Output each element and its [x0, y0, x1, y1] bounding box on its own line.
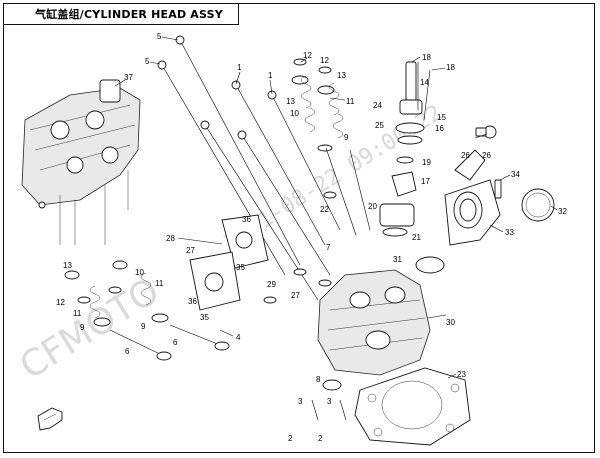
callout-27: 27: [186, 246, 195, 255]
callout-23: 23: [457, 370, 466, 379]
callout-2: 2: [288, 434, 293, 443]
callout-18: 18: [446, 63, 455, 72]
callout-29: 29: [267, 280, 276, 289]
callout-6: 6: [125, 347, 130, 356]
callout-13: 13: [337, 71, 346, 80]
callout-1: 1: [268, 71, 273, 80]
long-bolts-group: [157, 35, 341, 301]
callout-24: 24: [373, 101, 382, 110]
callout-13: 13: [63, 261, 72, 270]
callout-11: 11: [346, 97, 355, 106]
callout-36: 36: [242, 215, 251, 224]
callout-9: 9: [344, 133, 349, 142]
callout-11: 11: [155, 279, 164, 288]
intake-adapter-33: [444, 125, 555, 246]
callout-21: 21: [412, 233, 421, 242]
callout-numbers: 5 5 1 1 37 12 12 13 13 10 11 9 18 18 14 …: [56, 32, 567, 443]
callout-35: 35: [200, 313, 209, 322]
callout-20: 20: [368, 202, 377, 211]
callout-2: 2: [318, 434, 323, 443]
callout-36: 36: [188, 297, 197, 306]
callout-27: 27: [291, 291, 300, 300]
cam-chain-tensioner-parts: [379, 61, 431, 237]
front-direction-arrow-icon: [37, 407, 63, 431]
callout-11: 11: [73, 309, 82, 318]
callout-19: 19: [422, 158, 431, 167]
callout-3: 3: [298, 397, 303, 406]
callout-16: 16: [435, 124, 444, 133]
callout-1: 1: [237, 63, 242, 72]
studs-2-3: [311, 399, 347, 421]
callout-33: 33: [505, 228, 514, 237]
callout-4: 4: [236, 333, 241, 342]
callout-3: 3: [327, 397, 332, 406]
callout-37: 37: [124, 73, 133, 82]
callout-22: 22: [320, 205, 329, 214]
callout-5: 5: [145, 57, 150, 66]
callout-18: 18: [422, 53, 431, 62]
cylinder-head-assembly-37: [21, 79, 141, 245]
callout-5: 5: [157, 32, 162, 41]
callout-12: 12: [56, 298, 65, 307]
callout-7: 7: [326, 243, 331, 252]
callout-31: 31: [393, 255, 402, 264]
intake-valve-springs: [291, 58, 371, 236]
callout-26: 26: [482, 151, 491, 160]
callout-14: 14: [420, 78, 429, 87]
cam-holder-parts: [177, 214, 332, 311]
cylinder-head-30: [317, 256, 445, 376]
callout-30: 30: [446, 318, 455, 327]
callout-25: 25: [375, 121, 384, 130]
callout-26: 26: [461, 151, 470, 160]
callout-17: 17: [421, 177, 430, 186]
callout-28: 28: [166, 234, 175, 243]
head-gasket-23: [322, 367, 471, 446]
callout-12: 12: [320, 56, 329, 65]
callout-34: 34: [511, 170, 520, 179]
callout-10: 10: [290, 109, 299, 118]
diagram-frame: [3, 3, 595, 453]
callout-6: 6: [173, 338, 178, 347]
callout-9: 9: [141, 322, 146, 331]
callout-9: 9: [80, 323, 85, 332]
callout-32: 32: [558, 207, 567, 216]
callout-13: 13: [286, 97, 295, 106]
callout-15: 15: [437, 113, 446, 122]
callout-8: 8: [316, 375, 321, 384]
diagram-title: 气缸盖组/CYLINDER HEAD ASSY: [3, 3, 239, 25]
callout-12: 12: [303, 51, 312, 60]
callout-35: 35: [236, 263, 245, 272]
exhaust-valve-springs-left: [64, 260, 230, 361]
callout-10: 10: [135, 268, 144, 277]
leader-lines: [114, 36, 558, 379]
